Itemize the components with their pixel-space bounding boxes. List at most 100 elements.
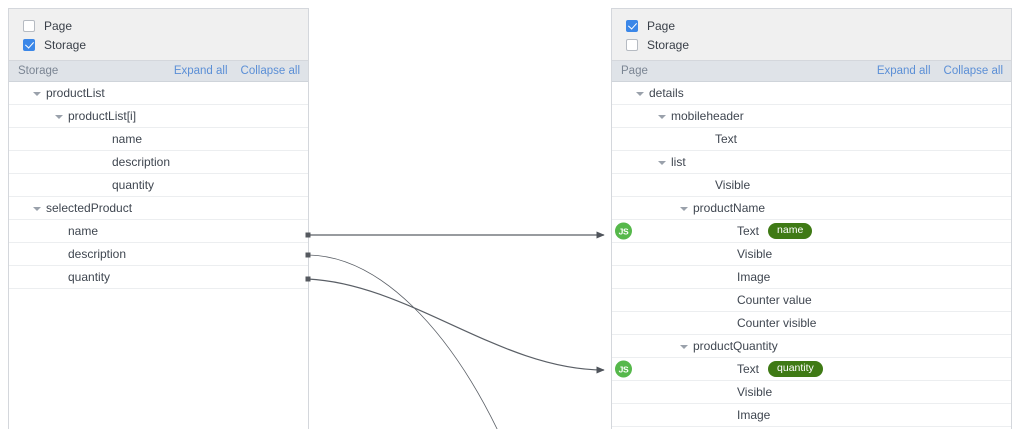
caret-placeholder	[55, 250, 64, 259]
tree-node[interactable]: description	[9, 243, 308, 266]
js-binding-icon[interactable]: JS	[615, 222, 632, 240]
caret-placeholder	[55, 273, 64, 282]
tree-node-label: productName	[693, 201, 766, 215]
tree-node[interactable]: description	[9, 151, 308, 174]
tree-node-label: Image	[737, 270, 771, 284]
tree-node[interactable]: Counter value	[612, 289, 1011, 312]
right-source-storage[interactable]: Storage	[612, 35, 1011, 54]
tree-node-label: productList[i]	[68, 109, 137, 123]
tree-node-label: Visible	[737, 247, 773, 261]
tree-node[interactable]: productList	[9, 82, 308, 105]
chevron-down-icon[interactable]	[680, 204, 689, 213]
binding-value-pill[interactable]: quantity	[768, 361, 823, 377]
chevron-down-icon[interactable]	[55, 112, 64, 121]
right-collapse-all-link[interactable]: Collapse all	[943, 65, 1003, 77]
right-source-page[interactable]: Page	[612, 16, 1011, 35]
right-column-title: Page	[621, 65, 648, 77]
tree-node-label: description	[112, 155, 171, 169]
storage-panel: Page Storage Storage Expand all Collapse…	[8, 8, 309, 429]
caret-placeholder	[702, 135, 711, 144]
tree-node-label: Text	[737, 224, 760, 238]
tree-node[interactable]: quantity	[9, 266, 308, 289]
caret-placeholder	[99, 135, 108, 144]
tree-node-label: Image	[737, 408, 771, 422]
tree-node-label: Text	[737, 362, 760, 376]
caret-placeholder	[99, 181, 108, 190]
caret-placeholder	[724, 273, 733, 282]
left-source-toggles: Page Storage	[9, 9, 308, 61]
tree-node[interactable]: Visible	[612, 243, 1011, 266]
left-column-title: Storage	[18, 65, 59, 77]
caret-placeholder	[724, 227, 733, 236]
tree-node[interactable]: name	[9, 128, 308, 151]
tree-node[interactable]: productList[i]	[9, 105, 308, 128]
left-storage-checkbox[interactable]	[23, 38, 35, 51]
js-binding-icon[interactable]: JS	[615, 360, 632, 378]
tree-node-label: Visible	[715, 178, 751, 192]
caret-placeholder	[702, 181, 711, 190]
chevron-down-icon[interactable]	[33, 204, 42, 213]
caret-placeholder	[99, 158, 108, 167]
right-expand-all-link[interactable]: Expand all	[876, 65, 931, 77]
tree-node-label: description	[68, 247, 127, 261]
tree-node-label: name	[68, 224, 99, 238]
right-storage-label: Storage	[647, 37, 690, 52]
chevron-down-icon[interactable]	[636, 89, 645, 98]
tree-node[interactable]: productQuantity	[612, 335, 1011, 358]
tree-node[interactable]: details	[612, 82, 1011, 105]
tree-node[interactable]: selectedProduct	[9, 197, 308, 220]
chevron-down-icon[interactable]	[658, 112, 667, 121]
tree-node-label: quantity	[112, 178, 155, 192]
chevron-down-icon[interactable]	[33, 89, 42, 98]
tree-node[interactable]: Visible	[612, 174, 1011, 197]
tree-node[interactable]: Counter visible	[612, 312, 1011, 335]
tree-node[interactable]: quantity	[9, 174, 308, 197]
left-expand-all-link[interactable]: Expand all	[173, 65, 228, 77]
tree-node[interactable]: mobileheader	[612, 105, 1011, 128]
tree-node-label: productList	[46, 86, 105, 100]
left-source-page[interactable]: Page	[9, 16, 308, 35]
tree-node-label: list	[671, 155, 686, 169]
tree-node[interactable]: Image	[612, 404, 1011, 427]
caret-placeholder	[724, 250, 733, 259]
storage-tree: productList productList[i] name description…	[9, 82, 308, 289]
binding-value-pill[interactable]: name	[768, 223, 813, 239]
tree-node-label: Visible	[737, 385, 773, 399]
tree-node-label: productQuantity	[693, 339, 778, 353]
binding-connector-line	[307, 278, 605, 374]
tree-node[interactable]: JS Text quantity	[612, 358, 1011, 381]
tree-node-label: selectedProduct	[46, 201, 133, 215]
caret-placeholder	[724, 296, 733, 305]
chevron-down-icon[interactable]	[680, 342, 689, 351]
tree-node-label: Counter visible	[737, 316, 817, 330]
caret-placeholder	[724, 388, 733, 397]
right-page-label: Page	[647, 18, 676, 33]
caret-placeholder	[55, 227, 64, 236]
tree-node-label: details	[649, 86, 684, 100]
caret-placeholder	[724, 365, 733, 374]
tree-node[interactable]: Image	[612, 266, 1011, 289]
tree-node[interactable]: name	[9, 220, 308, 243]
left-source-storage[interactable]: Storage	[9, 35, 308, 54]
tree-node[interactable]: productName	[612, 197, 1011, 220]
left-storage-label: Storage	[44, 37, 87, 52]
right-storage-checkbox[interactable]	[626, 38, 638, 51]
caret-placeholder	[724, 411, 733, 420]
tree-node-label: Counter value	[737, 293, 812, 307]
tree-node-label: Text	[715, 132, 738, 146]
left-collapse-all-link[interactable]: Collapse all	[240, 65, 300, 77]
tree-node[interactable]: Text	[612, 128, 1011, 151]
tree-node[interactable]: Visible	[612, 381, 1011, 404]
left-page-label: Page	[44, 18, 73, 33]
right-page-checkbox[interactable]	[626, 19, 638, 32]
right-column-header: Page Expand all Collapse all	[612, 61, 1011, 82]
chevron-down-icon[interactable]	[658, 158, 667, 167]
tree-node[interactable]: JS Text name	[612, 220, 1011, 243]
tree-node[interactable]: list	[612, 151, 1011, 174]
left-column-header: Storage Expand all Collapse all	[9, 61, 308, 82]
right-source-toggles: Page Storage	[612, 9, 1011, 61]
tree-node-label: quantity	[68, 270, 111, 284]
left-page-checkbox[interactable]	[23, 19, 35, 32]
